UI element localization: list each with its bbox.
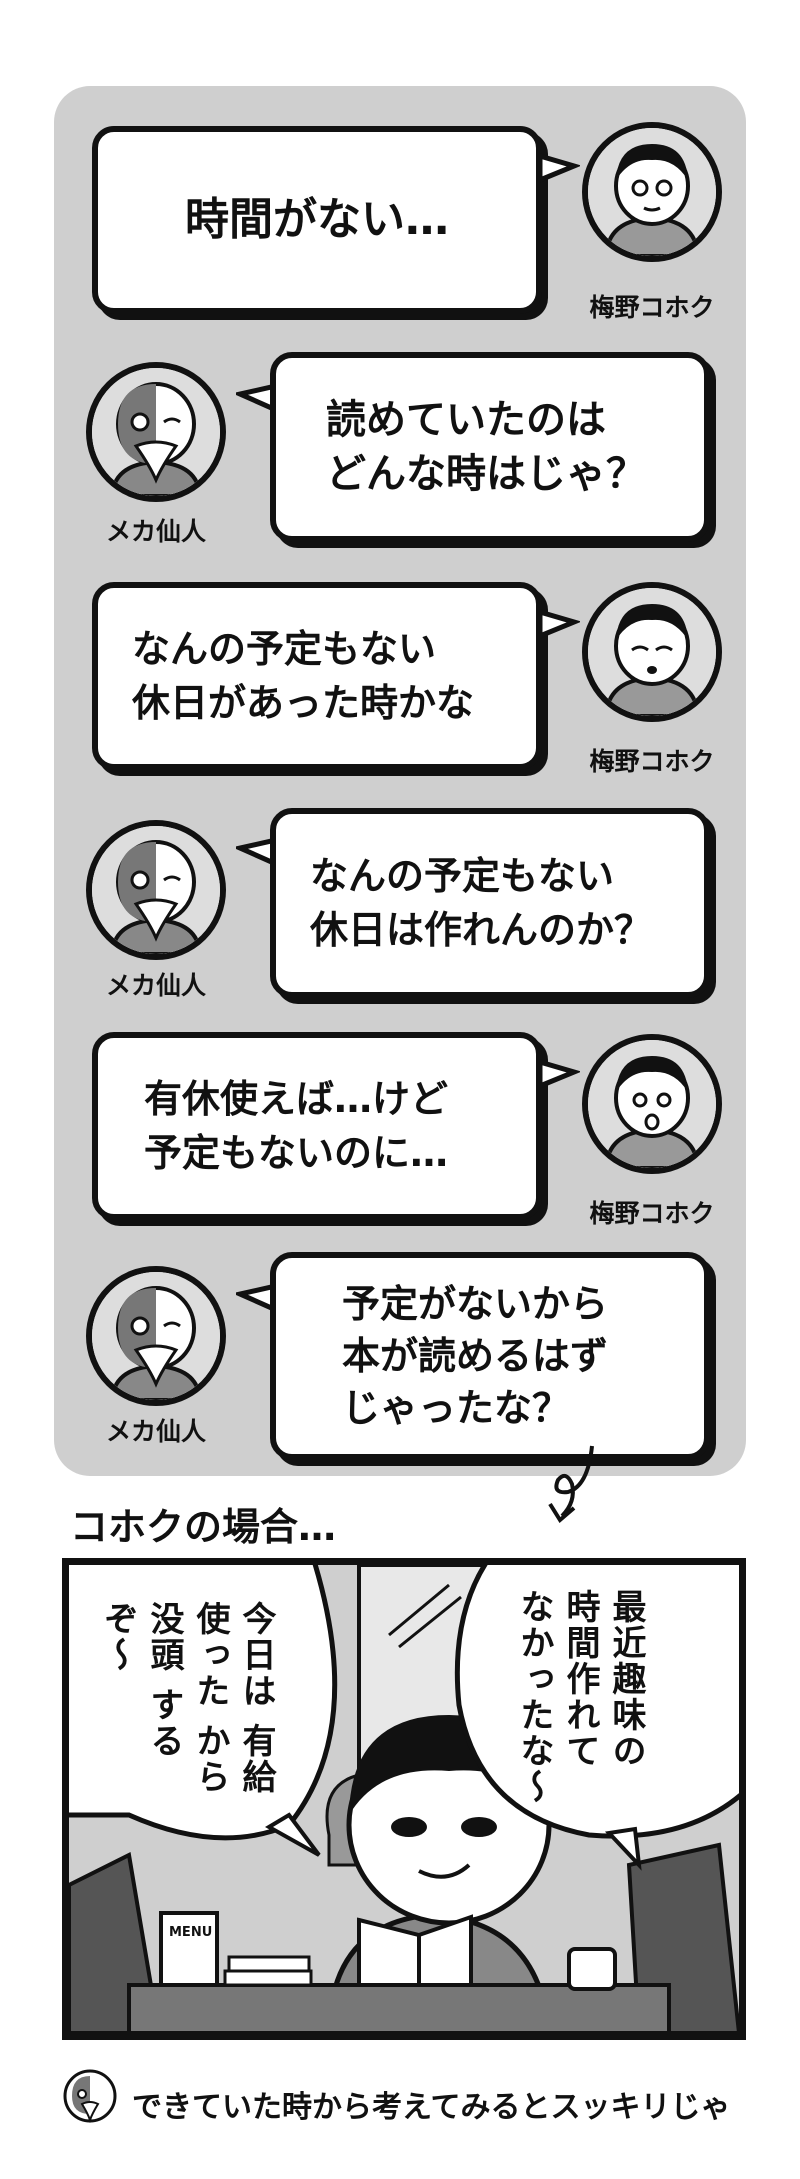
bubble-tail (236, 837, 276, 867)
meka-sennin-icon (63, 2069, 117, 2124)
speech-bubble: 有休使えば…けど 予定もないのに… (92, 1032, 542, 1220)
bubble-tail (540, 609, 580, 639)
bubble-tail (236, 383, 276, 413)
section-label: コホクの場合… (70, 1505, 337, 1549)
meka-sennin-avatar (86, 362, 226, 502)
speech-text: なんの予定もない 休日は作れんのか？ (310, 854, 653, 952)
meka-sennin-avatar (86, 820, 226, 960)
comic-speech-right: 最近趣味の 時間作れて なかったな〜 (514, 1589, 646, 1805)
bubble-tail (540, 153, 580, 183)
comic-panel: 最近趣味の 時間作れて なかったな〜 今日は 有給使った から没頭 するぞ〜 M… (62, 1558, 746, 2040)
dialogue-panel (54, 86, 746, 1476)
speech-bubble: 時間がない… (92, 126, 542, 314)
curly-arrow-icon (548, 1445, 594, 1524)
speech-text: 有休使えば…けど 予定もないのに… (144, 1077, 449, 1175)
kohoku-avatar (582, 1034, 722, 1174)
kohoku-avatar (582, 122, 722, 262)
comic-scene (69, 1565, 739, 2033)
comic-speech-left: 今日は 有給使った から没頭 するぞ〜 (98, 1601, 276, 1795)
speech-text: 読めていたのは どんな時はじゃ？ (326, 397, 646, 497)
speech-text: 予定がないから 本が読めるはず じゃったな？ (342, 1282, 609, 1430)
meka-sennin-avatar (86, 1266, 226, 1406)
speech-text: なんの予定もない 休日があった時かな (132, 627, 475, 725)
bubble-tail (540, 1059, 580, 1089)
footer-caption: できていた時から考えてみるとスッキリじゃ (62, 2068, 762, 2132)
speech-bubble: 読めていたのは どんな時はじゃ？ (270, 352, 710, 542)
speaker-name: 梅野コホク (589, 747, 715, 776)
speech-bubble: なんの予定もない 休日は作れんのか？ (270, 808, 710, 998)
speech-bubble: なんの予定もない 休日があった時かな (92, 582, 542, 770)
speaker-name: メカ仙人 (105, 971, 206, 1000)
speaker-name: 梅野コホク (589, 1199, 715, 1228)
footer-text: できていた時から考えてみるとスッキリじゃ (132, 2090, 731, 2125)
speech-text: 時間がない… (185, 194, 449, 245)
speaker-name: メカ仙人 (105, 517, 206, 546)
speaker-name: メカ仙人 (105, 1417, 206, 1446)
bubble-tail (236, 1283, 276, 1313)
speech-bubble: 予定がないから 本が読めるはず じゃったな？ (270, 1252, 710, 1460)
kohoku-avatar (582, 582, 722, 722)
speaker-name: 梅野コホク (589, 293, 715, 322)
menu-sign: MENU (169, 1925, 213, 1940)
